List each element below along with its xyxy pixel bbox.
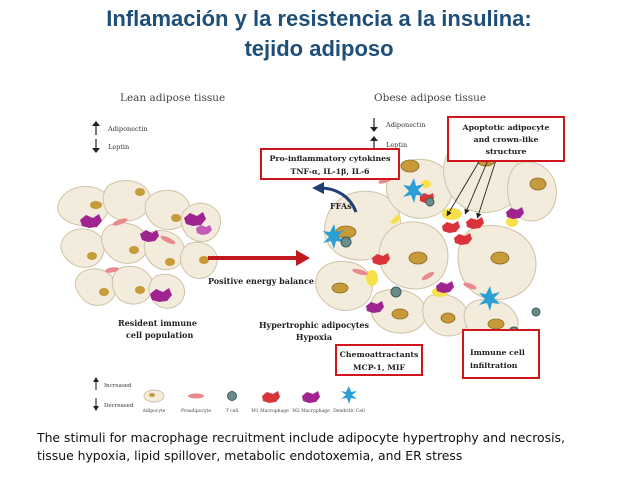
legend-symbols (143, 386, 357, 404)
apoptotic-label-2: and crown-like (474, 135, 539, 144)
obese-preadipocytes (352, 176, 477, 290)
legend-label-m1: M1 Macrophage (251, 408, 289, 414)
legend-label-m2: M2 Macrophage (292, 408, 330, 414)
chemoattractant-box (335, 344, 423, 376)
legend-label-tcell: T cell (226, 408, 239, 414)
legend-dendritic-icon (341, 386, 357, 404)
lean-adiponectin-label: Adiponectin (107, 125, 148, 133)
resident-immune-label-1: Resident immune (118, 318, 197, 328)
legend-label-adipocyte: Adipocyte (142, 408, 166, 414)
obese-leptin-up-icon (370, 136, 378, 150)
hypertrophic-label-2: Hypoxia (296, 332, 332, 342)
caption-line-1: The stimuli for macrophage recruitment i… (37, 430, 565, 445)
legend-increased-icon (93, 377, 99, 390)
legend-m2-icon (302, 391, 320, 403)
legend-label-dendritic: Dendritic Cell (333, 408, 365, 414)
legend-decreased-icon (93, 398, 99, 411)
legend-preadipocyte-icon (188, 393, 204, 399)
title-line-2: tejido adiposo (244, 36, 394, 61)
apoptotic-box (447, 116, 565, 162)
obese-m2-macrophages (366, 207, 524, 313)
legend-increased-label: Increased (104, 383, 132, 389)
lean-preadipocytes (105, 218, 176, 273)
proinflammatory-label-1: Pro-inflammatory cytokines (270, 154, 392, 163)
obese-leptin-label: Leptin (386, 141, 407, 149)
lean-m2-macrophages (80, 212, 212, 302)
positive-energy-label: Positive energy balance (208, 276, 314, 286)
immune-infiltration-label-2: infiltration (470, 361, 518, 370)
caption-line-2: tissue hypoxia, lipid spillover, metabol… (37, 448, 463, 463)
positive-energy-arrow (208, 250, 310, 266)
obese-adiponectin-down-icon (370, 118, 378, 132)
apoptotic-label-1: Apoptotic adipocyte (462, 123, 550, 132)
immune-infiltration-label-1: Immune cell (470, 348, 525, 357)
obese-header: Obese adipose tissue (374, 92, 486, 104)
obese-adiponectin-label: Adiponectin (385, 121, 426, 129)
proinflammatory-box (260, 148, 400, 180)
obese-dendritic-cells (323, 178, 500, 311)
legend-tcell-icon (227, 391, 237, 401)
legend-m1-icon (262, 391, 280, 403)
legend-label-preadipocyte: Preadipocyte (181, 408, 211, 414)
hypertrophic-label-1: Hypertrophic adipocytes (259, 320, 370, 330)
lean-leptin-label: Leptin (108, 143, 129, 151)
legend-decreased-label: Decreased (104, 403, 134, 409)
ffas-arrow (312, 182, 358, 213)
proinflammatory-label-2: TNF-α, IL-1β, IL-6 (291, 167, 370, 176)
immune-infiltration-box (462, 329, 540, 379)
lean-header: Lean adipose tissue (120, 92, 225, 104)
apoptotic-label-3: structure (486, 147, 527, 156)
chemoattractant-label-2: MCP-1, MIF (353, 363, 406, 372)
lean-adiponectin-up-icon (92, 121, 100, 135)
ffas-label: FFAs (330, 201, 352, 211)
apoptotic-pointer-arrows (446, 159, 497, 219)
lean-adipocyte-cluster (57, 180, 221, 309)
title-line-1: Inflamación y la resistencia a la insuli… (106, 6, 532, 31)
lean-leptin-down-icon (92, 139, 100, 153)
resident-immune-label-2: cell population (126, 330, 193, 340)
chemoattractant-label-1: Chemoattractants (340, 350, 419, 359)
caption: The stimuli for macrophage recruitment i… (37, 429, 627, 465)
